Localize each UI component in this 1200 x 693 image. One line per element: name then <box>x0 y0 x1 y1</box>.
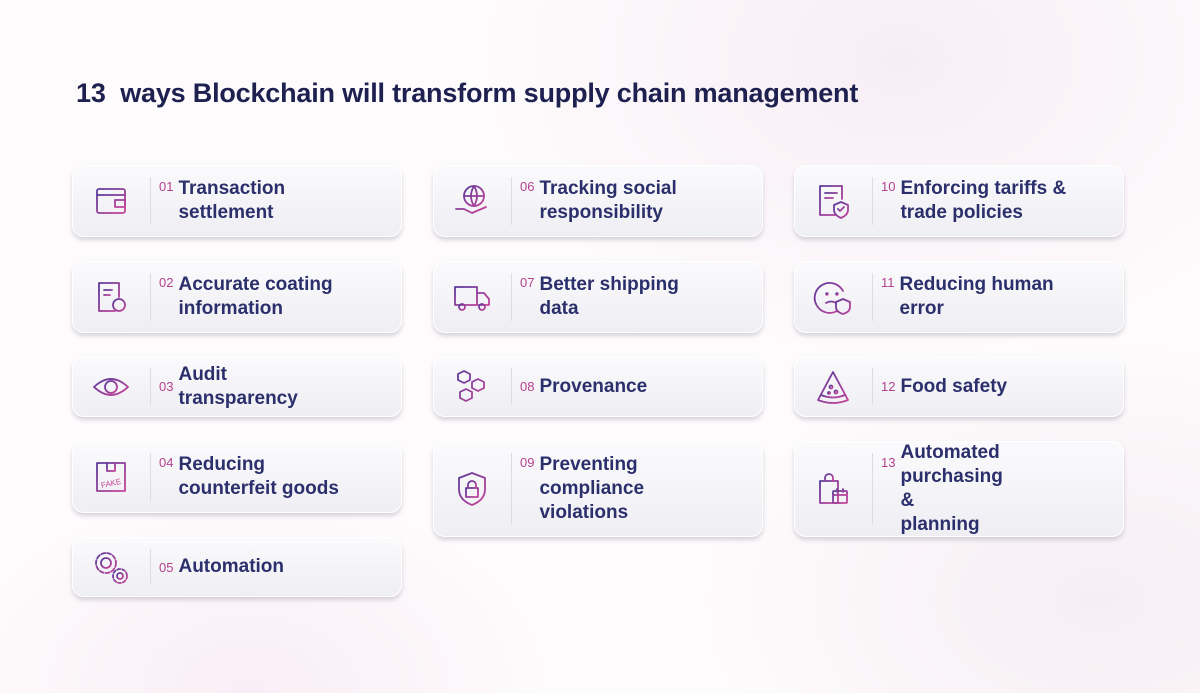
card-item-05: 05 Automation <box>72 537 402 597</box>
item-label: Automation <box>178 556 285 577</box>
item-label: Accurate coating information <box>178 274 333 319</box>
item-label: Transaction settlement <box>178 178 286 223</box>
card-item-11: 11 Reducing human error <box>794 261 1124 333</box>
card-item-13: 13 Automated purchasing & planning <box>794 441 1124 537</box>
item-number: 07 <box>520 275 535 290</box>
card-item-09: 09 Preventing compliance violations <box>433 441 763 537</box>
item-number: 08 <box>520 379 535 394</box>
item-label: Better shipping data <box>539 274 679 319</box>
item-number: 05 <box>159 559 174 575</box>
divider <box>872 273 873 321</box>
item-label: Tracking social responsibility <box>539 178 677 223</box>
gears-icon <box>72 547 150 587</box>
item-number: 01 <box>159 179 174 194</box>
item-label: Food safety <box>900 375 1008 397</box>
globe-hand-icon <box>433 181 511 221</box>
item-number: 03 <box>159 379 174 394</box>
card-item-04: FAKE 04 Reducing counterfeit goods <box>72 441 402 513</box>
shield-lock-icon <box>433 469 511 509</box>
pizza-slice-icon <box>794 367 872 407</box>
divider <box>150 177 151 225</box>
document-info-icon <box>72 277 150 317</box>
divider <box>150 549 151 585</box>
item-number: 04 <box>159 455 174 470</box>
divider <box>511 177 512 225</box>
item-label: Reducing human error <box>899 274 1054 319</box>
document-shield-icon <box>794 181 872 221</box>
item-label: Reducing counterfeit goods <box>178 454 339 499</box>
card-item-02: 02 Accurate coating information <box>72 261 402 333</box>
card-item-06: 06 Tracking social responsibility <box>433 165 763 237</box>
card-item-01: 01 Transaction settlement <box>72 165 402 237</box>
item-number: 12 <box>881 379 896 394</box>
item-label: Provenance <box>539 375 648 397</box>
divider <box>150 368 151 405</box>
bag-calendar-icon <box>794 469 872 509</box>
divider <box>511 453 512 525</box>
page-title: 13 ways Blockchain will transform supply… <box>76 78 859 108</box>
card-item-07: 07 Better shipping data <box>433 261 763 333</box>
svg-text:FAKE: FAKE <box>100 477 122 490</box>
item-label: Enforcing tariffs & trade policies <box>900 178 1067 223</box>
truck-icon <box>433 277 511 317</box>
divider <box>872 177 873 225</box>
item-label: Audit transparency <box>178 363 298 409</box>
divider <box>872 368 873 405</box>
item-number: 11 <box>881 275 895 290</box>
item-number: 10 <box>881 179 896 194</box>
item-number: 13 <box>881 455 896 470</box>
divider <box>150 273 151 321</box>
divider <box>511 368 512 405</box>
card-item-03: 03 Audit transparency <box>72 356 402 417</box>
item-label: Automated purchasing & planning <box>900 442 1003 535</box>
fake-box-icon: FAKE <box>72 457 150 497</box>
item-number: 06 <box>520 179 535 194</box>
item-number: 02 <box>159 275 174 290</box>
cubes-icon <box>433 367 511 407</box>
card-item-12: 12 Food safety <box>794 356 1124 417</box>
confused-face-icon <box>794 277 872 317</box>
divider <box>872 453 873 525</box>
item-number: 09 <box>520 455 535 470</box>
item-label: Preventing compliance violations <box>539 454 645 523</box>
eye-icon <box>72 367 150 407</box>
wallet-icon <box>72 181 150 221</box>
divider <box>150 453 151 501</box>
card-item-08: 08 Provenance <box>433 356 763 417</box>
divider <box>511 273 512 321</box>
card-item-10: 10 Enforcing tariffs & trade policies <box>794 165 1124 237</box>
